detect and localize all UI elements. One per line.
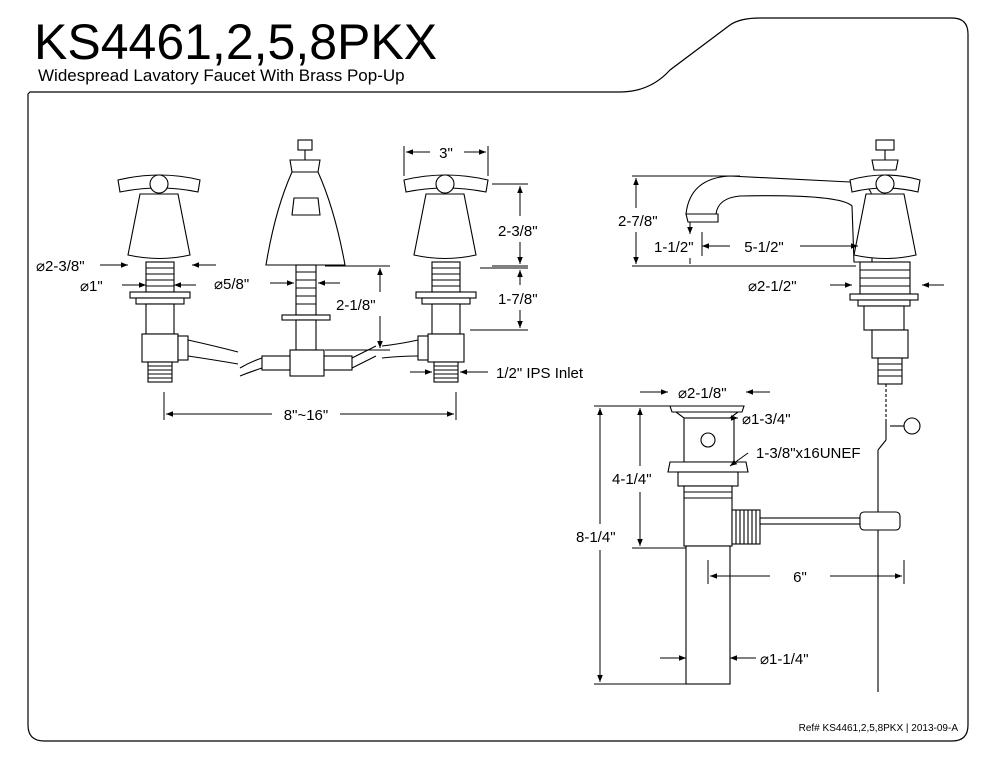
drain-flange-diameter-label: ⌀2-1/8" bbox=[678, 385, 727, 402]
right-valve-drawing bbox=[381, 174, 489, 383]
base-diameter-label: ⌀2-1/2" bbox=[748, 278, 797, 295]
spout-shank-length-label: 2-1/8" bbox=[336, 297, 376, 314]
popup-drain-drawing bbox=[667, 405, 901, 685]
flange-diameter-label: ⌀2-3/8" bbox=[36, 258, 85, 275]
spread-label: 8"~16" bbox=[284, 407, 328, 424]
handle-height-label: 2-3/8" bbox=[498, 223, 538, 240]
side-view-drawing bbox=[685, 139, 921, 692]
drain-overall-length-label: 8-1/4" bbox=[576, 529, 616, 546]
left-valve-drawing bbox=[117, 174, 239, 383]
handle-width-label: 3" bbox=[439, 145, 453, 162]
valve-shank-length-label: 1-7/8" bbox=[498, 291, 538, 308]
product-description: Widespread Lavatory Faucet With Brass Po… bbox=[38, 66, 405, 85]
tailpiece-diameter-label: ⌀1-1/4" bbox=[760, 651, 809, 668]
drain-dimension-lines bbox=[594, 389, 905, 685]
spout-reach-label: 5-1/2" bbox=[744, 239, 784, 256]
sheet-border bbox=[27, 17, 969, 742]
reference-number: Ref# KS4461,2,5,8PKX | 2013-09-A bbox=[798, 723, 958, 734]
spout-shank-diameter-label: ⌀5/8" bbox=[214, 276, 249, 293]
drain-rod-length-label: 6" bbox=[793, 569, 807, 586]
front-dimension-lines bbox=[100, 146, 528, 420]
overall-height-label: 2-7/8" bbox=[618, 213, 658, 230]
drain-top-diameter-label: ⌀1-3/4" bbox=[742, 411, 791, 428]
inlet-label: 1/2" IPS Inlet bbox=[496, 365, 584, 382]
shank-diameter-label: ⌀1" bbox=[80, 278, 103, 295]
spout-front-drawing bbox=[239, 139, 377, 377]
drain-body-length-label: 4-1/4" bbox=[612, 471, 652, 488]
side-dimension-lines bbox=[632, 175, 944, 288]
spout-clearance-label: 1-1/2" bbox=[654, 239, 694, 256]
drain-thread-label: 1-3/8"x16UNEF bbox=[756, 445, 861, 462]
model-number: KS4461,2,5,8PKX bbox=[34, 14, 438, 70]
